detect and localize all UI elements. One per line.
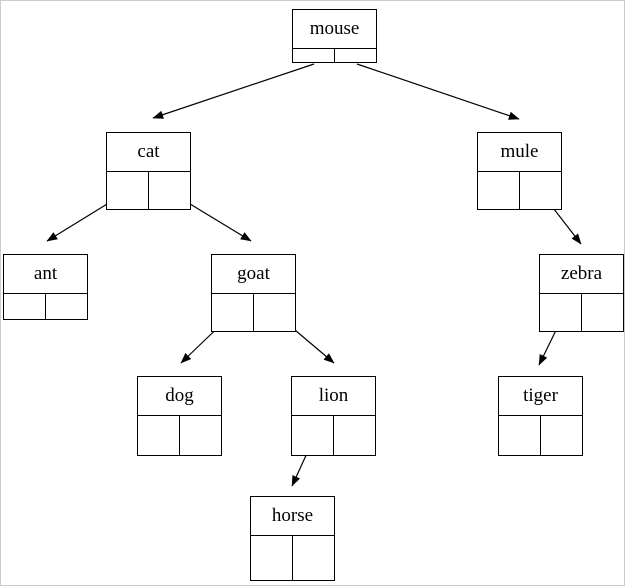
left-pointer-cell[interactable] [4,294,46,319]
left-pointer-cell[interactable] [138,416,180,455]
node-pointer-row [292,416,375,455]
node-label: goat [212,255,295,294]
node-label: zebra [540,255,623,294]
node-pointer-row [499,416,582,455]
tree-node-cat[interactable]: cat [106,132,191,210]
node-label: dog [138,377,221,416]
tree-node-ant[interactable]: ant [3,254,88,320]
left-pointer-cell[interactable] [478,172,520,209]
node-pointer-row [540,294,623,331]
right-pointer-cell[interactable] [335,49,377,62]
node-pointer-row [4,294,87,319]
left-pointer-cell[interactable] [540,294,582,331]
left-pointer-cell[interactable] [212,294,254,331]
node-label: tiger [499,377,582,416]
right-pointer-cell[interactable] [149,172,191,209]
tree-node-goat[interactable]: goat [211,254,296,332]
right-pointer-cell[interactable] [541,416,583,455]
edge-mouse-to-cat [152,63,315,119]
node-label: cat [107,133,190,172]
right-pointer-cell[interactable] [293,536,335,580]
node-label: ant [4,255,87,294]
tree-node-lion[interactable]: lion [291,376,376,456]
left-pointer-cell[interactable] [292,416,334,455]
tree-node-tiger[interactable]: tiger [498,376,583,456]
tree-node-mule[interactable]: mule [477,132,562,210]
right-pointer-cell[interactable] [520,172,562,209]
node-pointer-row [478,172,561,209]
right-pointer-cell[interactable] [582,294,624,331]
node-pointer-row [138,416,221,455]
node-label: horse [251,497,334,536]
left-pointer-cell[interactable] [499,416,541,455]
node-pointer-row [212,294,295,331]
tree-node-horse[interactable]: horse [250,496,335,581]
right-pointer-cell[interactable] [46,294,88,319]
node-label: lion [292,377,375,416]
tree-node-dog[interactable]: dog [137,376,222,456]
tree-node-mouse[interactable]: mouse [292,9,377,63]
left-pointer-cell[interactable] [107,172,149,209]
node-pointer-row [293,49,376,62]
node-pointer-row [107,172,190,209]
left-pointer-cell[interactable] [293,49,335,62]
node-pointer-row [251,536,334,580]
node-label: mouse [293,10,376,49]
right-pointer-cell[interactable] [254,294,296,331]
right-pointer-cell[interactable] [334,416,376,455]
right-pointer-cell[interactable] [180,416,222,455]
tree-node-zebra[interactable]: zebra [539,254,624,332]
left-pointer-cell[interactable] [251,536,293,580]
edge-mouse-to-mule [356,63,520,120]
node-label: mule [478,133,561,172]
